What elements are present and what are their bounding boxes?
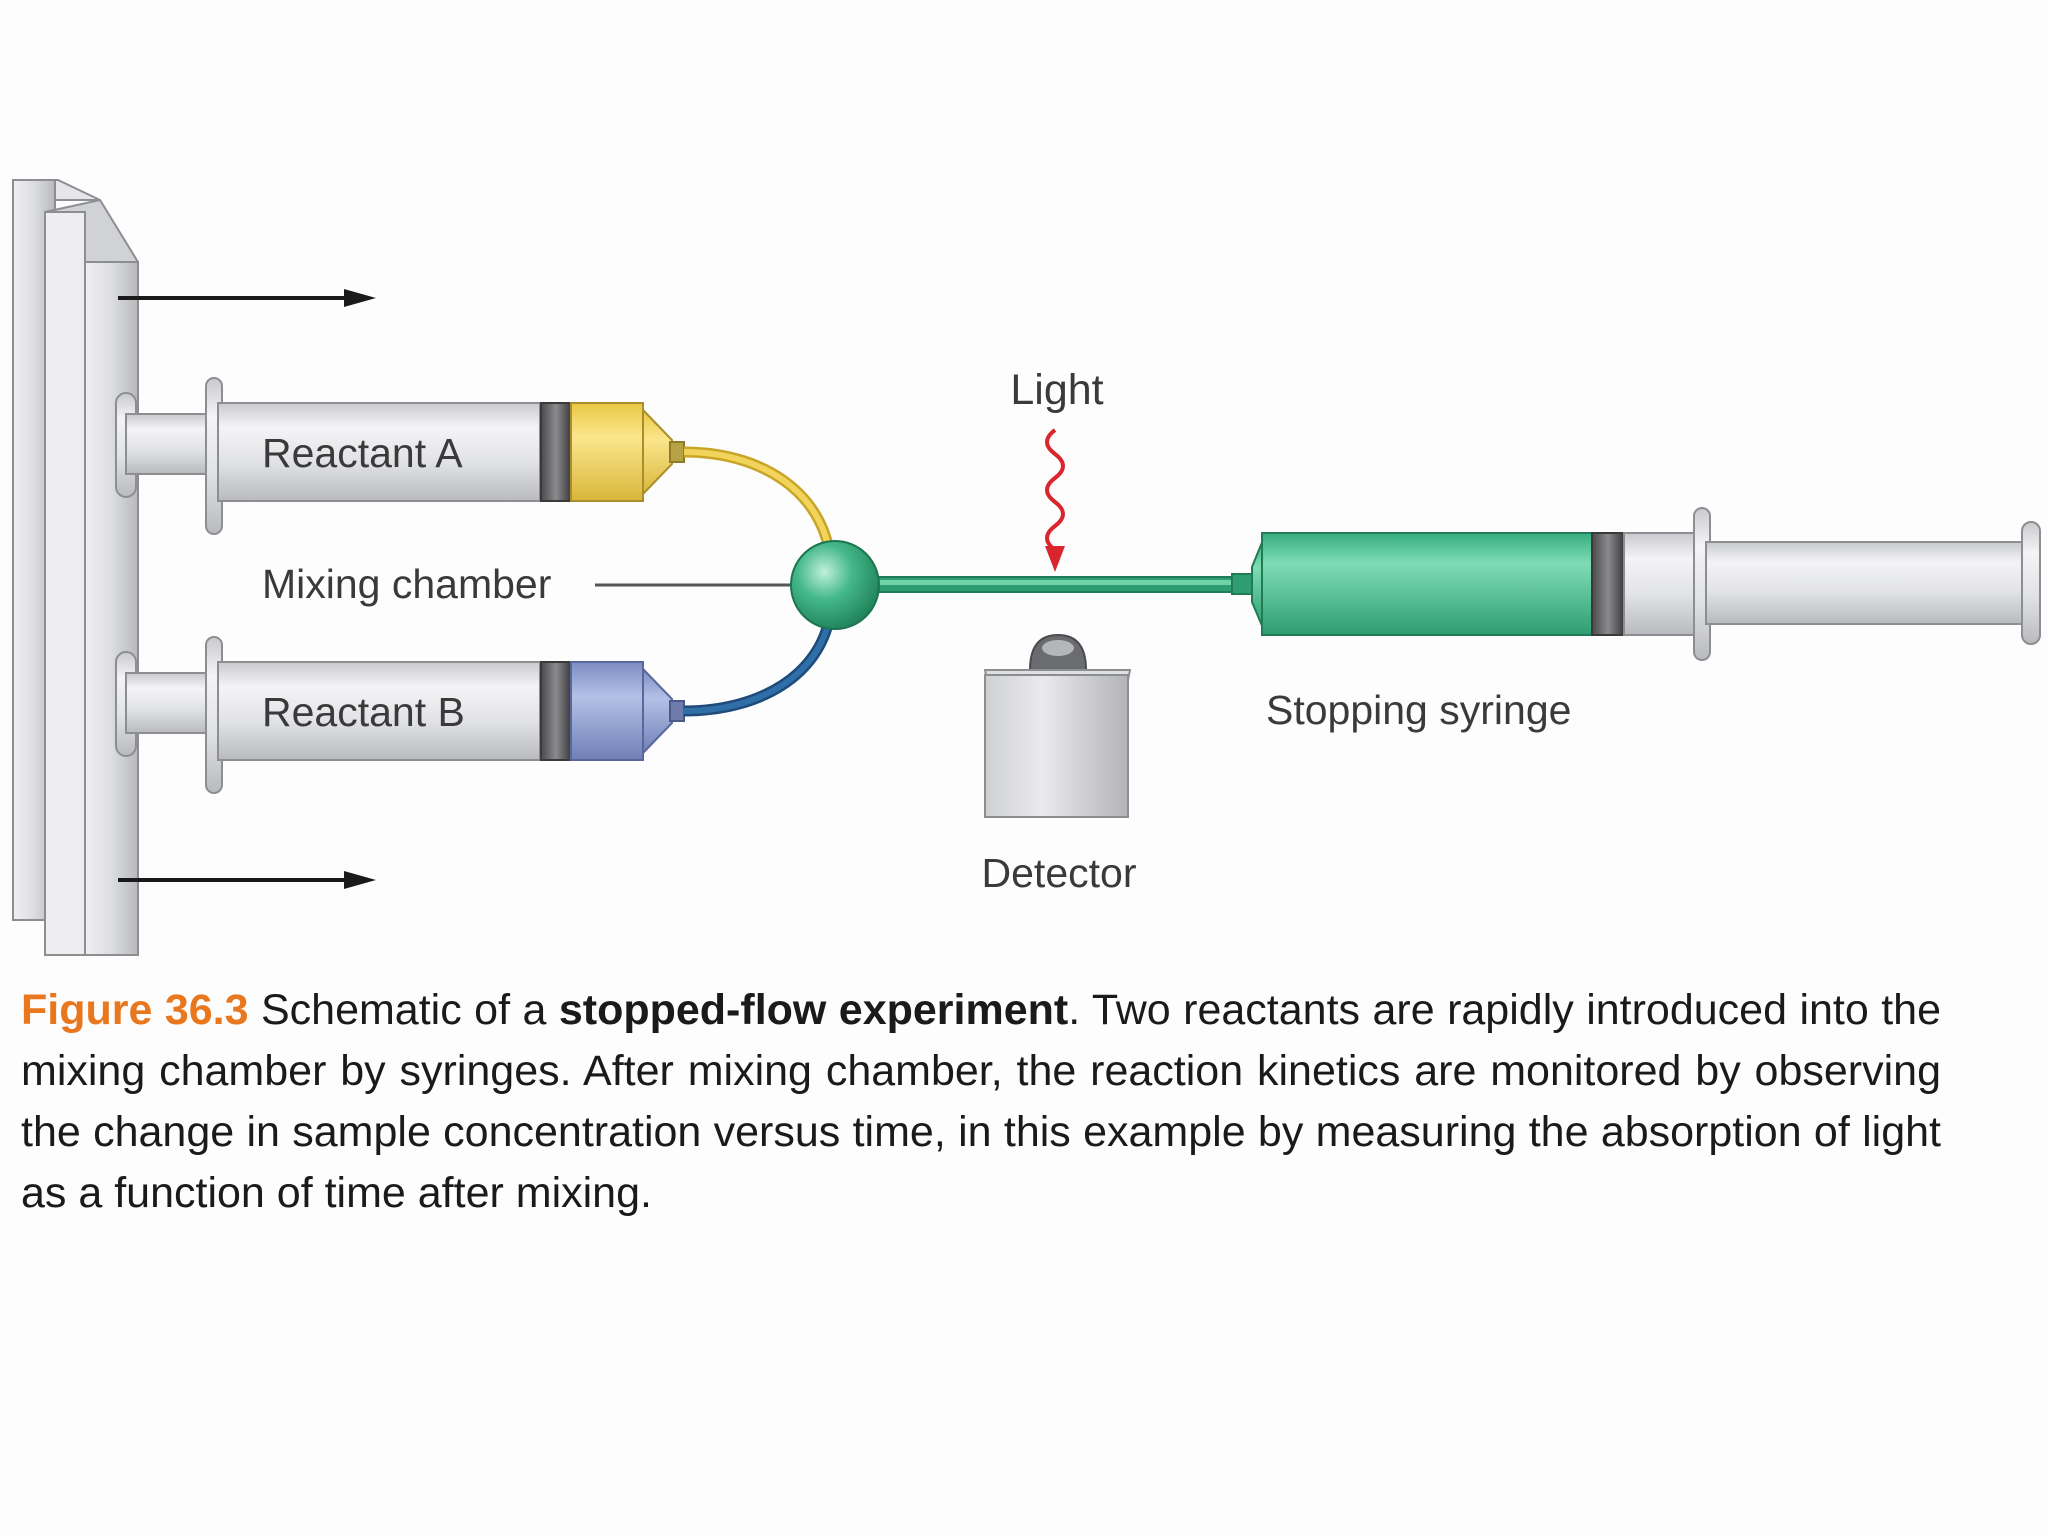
figure-label: Figure 36.3 <box>21 986 249 1034</box>
mixing-chamber <box>790 540 880 630</box>
pushing-plate <box>12 179 139 956</box>
light-arrow <box>1045 428 1065 572</box>
mixing-chamber-label: Mixing chamber <box>262 561 551 607</box>
reactant-a-syringe <box>115 377 685 535</box>
caption-text-1: Schematic of a <box>248 986 559 1034</box>
push-arrow-bottom <box>118 871 376 889</box>
stopping-syringe-label: Stopping syringe <box>1266 687 1571 733</box>
outlet-tube <box>859 576 1241 593</box>
reactant-a-label: Reactant A <box>262 430 463 476</box>
reactant-b-syringe <box>115 636 685 794</box>
figure-caption: Figure 36.3 Schematic of a stopped-flow … <box>21 980 1941 1224</box>
detector-label: Detector <box>982 850 1137 896</box>
push-arrow-top <box>118 289 376 307</box>
light-label: Light <box>1010 366 1103 414</box>
detector <box>983 633 1132 818</box>
stopping-syringe <box>1231 507 2041 661</box>
reactant-b-label: Reactant B <box>262 689 465 735</box>
caption-text-2: . Two reactants are rapidly introduced i… <box>21 986 1941 1217</box>
caption-bold-term: stopped-flow experiment <box>558 986 1069 1034</box>
